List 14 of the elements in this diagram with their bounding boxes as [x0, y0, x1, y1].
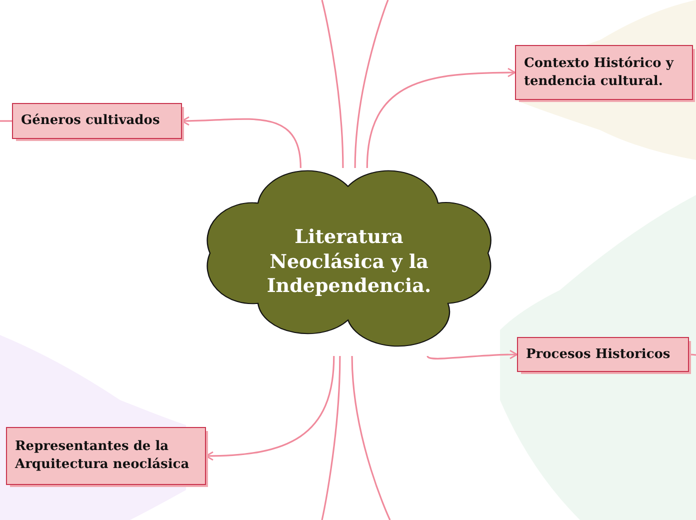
connector-line — [321, 356, 341, 520]
topic-box: Representantes de la Arquitectura neoclásica — [6, 427, 206, 485]
connector-line — [426, 350, 518, 360]
connector-line — [351, 356, 391, 520]
topic-box: Procesos Historicos — [517, 337, 689, 372]
connector-line — [0, 120, 12, 122]
connector-line — [354, 0, 389, 168]
connector-line — [205, 356, 335, 461]
connector-line — [321, 0, 344, 168]
topic-box: Contexto Histórico y tendencia cultural. — [515, 45, 693, 100]
central-topic: Literatura Neoclásica y la Independencia. — [266, 224, 432, 300]
connector-line — [181, 116, 302, 168]
topic-box: Géneros cultivados — [12, 103, 182, 139]
connector-line — [366, 68, 516, 168]
